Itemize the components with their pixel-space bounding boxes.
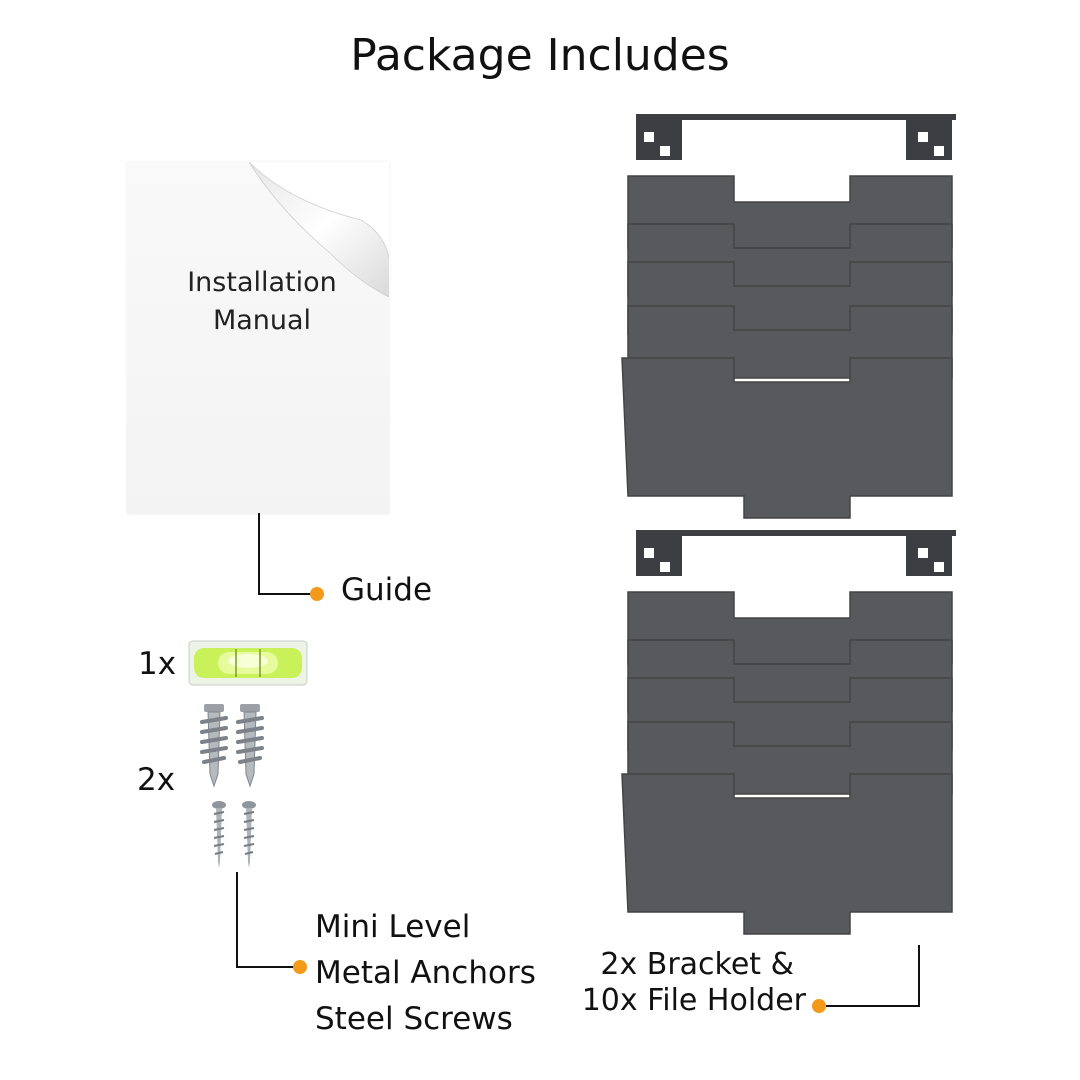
- bracket-icon: [636, 530, 956, 576]
- file-holder-icon: [621, 175, 953, 519]
- guide-label: Guide: [341, 572, 433, 608]
- accessories-connector-horizontal: [236, 966, 298, 968]
- metal-anchors-label: Metal Anchors: [315, 955, 536, 991]
- file-holder-icon: [621, 591, 953, 935]
- accessories-dot: [293, 960, 307, 974]
- accessories-labels: Mini Level Metal Anchors Steel Screws: [315, 904, 536, 1042]
- installation-manual: Installation Manual: [127, 162, 389, 514]
- holder-set-bottom: [621, 530, 956, 935]
- bracket-icon: [636, 114, 956, 160]
- file-holder-label: 10x File Holder: [581, 983, 806, 1018]
- holder-set-top: [621, 114, 956, 519]
- holder-connector-horizontal: [826, 1005, 920, 1007]
- holder-labels: 2x Bracket & 10x File Holder: [576, 947, 806, 1019]
- guide-connector-vertical: [258, 513, 260, 595]
- manual-title-line1: Installation: [187, 267, 337, 298]
- anchors-screws-quantity: 2x: [137, 762, 176, 798]
- anchor-icon: [200, 704, 228, 788]
- screw-icon: [242, 801, 256, 868]
- mini-level-label: Mini Level: [315, 909, 471, 945]
- holder-connector-vertical: [918, 945, 920, 1007]
- manual-title: Installation Manual: [147, 264, 377, 340]
- anchors-group: [200, 704, 264, 788]
- spirit-level-icon: [188, 640, 308, 686]
- bracket-label: 2x Bracket &: [600, 947, 794, 982]
- guide-connector-horizontal: [258, 593, 314, 595]
- screw-icon: [212, 801, 226, 868]
- page-title: Package Includes: [350, 30, 730, 81]
- steel-screws-label: Steel Screws: [315, 1001, 513, 1037]
- screws-group: [212, 801, 256, 868]
- page-curl-icon: [249, 162, 389, 297]
- level-quantity: 1x: [138, 646, 177, 682]
- guide-dot: [310, 587, 324, 601]
- holder-dot: [812, 999, 826, 1013]
- manual-title-line2: Manual: [212, 305, 312, 336]
- anchor-icon: [236, 704, 264, 788]
- accessories-connector-vertical: [236, 872, 238, 968]
